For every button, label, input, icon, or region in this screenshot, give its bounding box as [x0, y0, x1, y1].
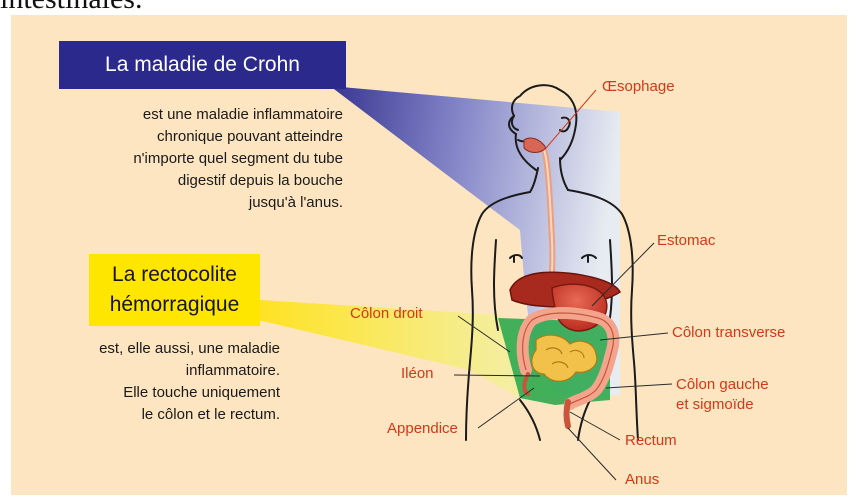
label-colon-droit: Côlon droit — [350, 305, 423, 323]
label-colon-gauche-line: et sigmoïde — [676, 395, 769, 415]
label-colon-transverse: Côlon transverse — [672, 324, 785, 342]
label-estomac: Estomac — [657, 232, 715, 250]
rcuh-title-line: hémorragique — [89, 290, 260, 320]
crohn-desc-line: digestif depuis la bouche — [133, 170, 343, 192]
crohn-desc-line: jusqu'à l'anus. — [133, 192, 343, 214]
crohn-description: est une maladie inflammatoire chronique … — [133, 104, 343, 214]
rcuh-desc-line: inflammatoire. — [99, 360, 280, 382]
rcuh-desc-line: Elle touche uniquement — [99, 382, 280, 404]
rcuh-title-line: La rectocolite — [89, 260, 260, 290]
label-colon-gauche: Côlon gauche et sigmoïde — [676, 375, 769, 415]
label-appendice: Appendice — [387, 420, 458, 438]
rcuh-description: est, elle aussi, une maladie inflammatoi… — [99, 338, 280, 426]
rectum — [567, 402, 569, 426]
label-colon-gauche-line: Côlon gauche — [676, 375, 769, 395]
label-anus: Anus — [625, 471, 659, 489]
crohn-title-box: La maladie de Crohn — [59, 41, 346, 89]
rcuh-desc-line: est, elle aussi, une maladie — [99, 338, 280, 360]
label-ileon: Iléon — [401, 365, 434, 383]
rcuh-desc-line: le côlon et le rectum. — [99, 404, 280, 426]
crohn-desc-line: est une maladie inflammatoire — [133, 104, 343, 126]
label-oesophage: Œsophage — [602, 78, 675, 96]
rcuh-title-box: La rectocolite hémorragique — [89, 254, 260, 326]
crohn-desc-line: n'importe quel segment du tube — [133, 148, 343, 170]
label-rectum: Rectum — [625, 432, 677, 450]
crohn-desc-line: chronique pouvant atteindre — [133, 126, 343, 148]
